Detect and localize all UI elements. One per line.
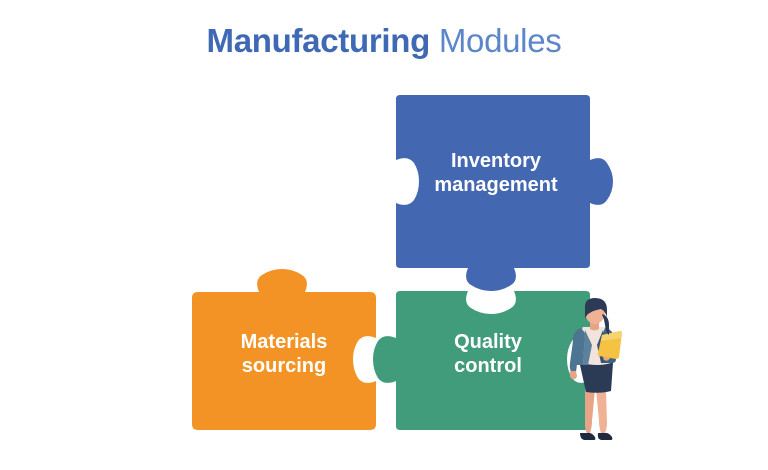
puzzle-piece-materials-sourcing[interactable] <box>192 269 376 430</box>
page-title: Manufacturing Modules <box>0 22 768 60</box>
puzzle-piece-quality-control[interactable] <box>373 291 590 430</box>
puzzle-piece-inventory-management[interactable] <box>396 95 613 291</box>
businesswoman-illustration <box>569 298 622 440</box>
page-title-light: Modules <box>429 22 562 59</box>
page-title-bold: Manufacturing <box>206 22 431 59</box>
